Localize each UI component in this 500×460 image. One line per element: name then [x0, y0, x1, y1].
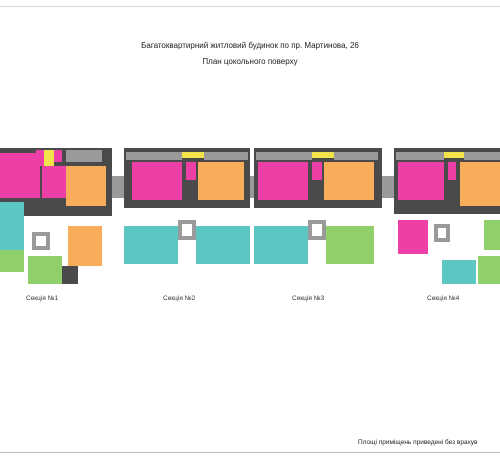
- apartment-pink-b: [398, 220, 428, 254]
- hall-pink: [54, 150, 62, 162]
- apartment-pink: [258, 162, 308, 200]
- stair-well: [438, 228, 446, 238]
- room-label: · · ·: [212, 174, 216, 177]
- apartment-pink-room: [42, 166, 66, 198]
- apartment-green-b: [478, 256, 500, 284]
- bathroom-yellow: [444, 152, 464, 158]
- storage-gray: [396, 152, 444, 160]
- section-label: Секція №2: [163, 295, 196, 302]
- stair-well: [182, 224, 192, 236]
- area-note: Площі приміщень приведені без врахув: [358, 439, 478, 446]
- apartment-green: [326, 226, 374, 264]
- drawing-subtitle: План цокольного поверху: [202, 57, 298, 66]
- apartment-orange: [324, 162, 374, 200]
- bathroom-yellow: [182, 152, 204, 158]
- drawing-frame-bottom: [0, 452, 500, 453]
- storage-gray: [256, 152, 312, 160]
- room-label: · · ·: [470, 174, 474, 177]
- apartment-green-b: [28, 256, 62, 284]
- room-label: · · ·: [340, 174, 344, 177]
- apartment-teal: [442, 260, 476, 284]
- apartment-orange: [66, 166, 106, 206]
- apartment-pink: [0, 153, 40, 198]
- drawing-title: Багатоквартирний житловий будинок по пр.…: [141, 41, 359, 50]
- bathroom-yellow: [44, 150, 54, 166]
- entrance-wall: [62, 266, 78, 284]
- section-label: Секція №3: [292, 295, 325, 302]
- stair-well: [312, 224, 322, 236]
- apartment-pink: [398, 162, 444, 200]
- floor-plan: · · · · · · · · · · · · · · · · · · · · …: [0, 148, 500, 284]
- room-label: · · ·: [144, 174, 148, 177]
- room-label: · · ·: [8, 178, 12, 181]
- apartment-teal: [0, 202, 24, 250]
- apartment-pink-hall: [312, 162, 322, 180]
- section-label: Секція №1: [26, 295, 59, 302]
- apartment-orange: [460, 162, 500, 206]
- storage-gray: [126, 152, 182, 160]
- section-2-block: [124, 148, 250, 264]
- apartment-pink: [132, 162, 182, 200]
- apartment-green-a: [484, 220, 500, 250]
- room-label: · · ·: [272, 174, 276, 177]
- section-1-block: [0, 148, 112, 284]
- storage-gray: [204, 152, 248, 160]
- drawing-frame-top: [0, 6, 500, 7]
- apartment-teal: [254, 226, 308, 264]
- bathroom-yellow: [312, 152, 334, 158]
- section-label: Секція №4: [427, 295, 460, 302]
- apartment-orange-b: [68, 226, 102, 266]
- section-4-block: [394, 148, 500, 284]
- storage-gray: [464, 152, 500, 160]
- apartment-pink-hall: [448, 162, 456, 180]
- apartment-teal-b: [196, 226, 250, 264]
- stair-well: [36, 236, 46, 246]
- apartment-pink-bath: [36, 150, 44, 166]
- storage-gray: [334, 152, 378, 160]
- room-label: · · ·: [410, 174, 414, 177]
- room-labels: · · · · · · · · · · · · · · · · · · · · …: [8, 174, 474, 181]
- apartment-green-a: [0, 250, 24, 272]
- apartment-teal-a: [124, 226, 178, 264]
- apartment-pink-hall: [186, 162, 196, 180]
- storage-gray: [66, 150, 102, 162]
- section-3-block: [254, 148, 382, 264]
- apartment-orange: [198, 162, 244, 200]
